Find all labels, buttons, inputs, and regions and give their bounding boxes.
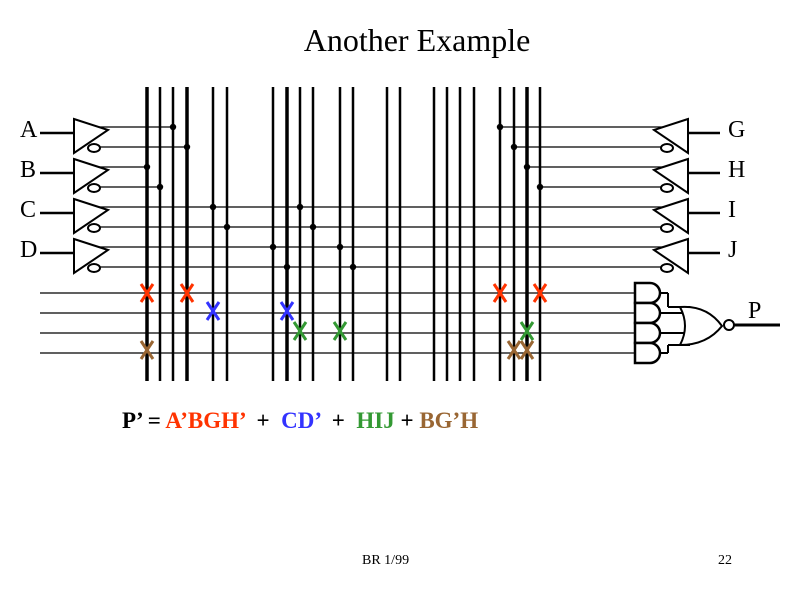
- inversion-bubble-icon: [660, 183, 674, 193]
- and-gate-icon: [633, 321, 662, 345]
- buffer-inverter-icon: [73, 157, 111, 195]
- input-label: D: [20, 237, 37, 263]
- buffer-inverter-icon: [651, 197, 689, 235]
- cross-mark: [519, 340, 535, 360]
- connection-dot: [496, 123, 504, 131]
- input-label: G: [728, 117, 745, 143]
- inversion-bubble-icon: [87, 143, 101, 153]
- inversion-bubble-icon: [660, 223, 674, 233]
- input-label: A: [20, 117, 38, 143]
- input-label: I: [728, 197, 736, 223]
- equation-term: +: [244, 408, 282, 433]
- equation-term: BG’H: [419, 408, 479, 433]
- slide-title: Another Example: [303, 22, 531, 58]
- connection-dot: [169, 123, 177, 131]
- buffer-inverter-icon: [651, 237, 689, 275]
- cross-mark: [519, 321, 535, 341]
- cross-mark: [139, 283, 155, 303]
- buffer-inverter-icon: [651, 157, 689, 195]
- inversion-bubble-icon: [660, 263, 674, 273]
- cross-mark: [532, 283, 548, 303]
- input-label: C: [20, 197, 36, 223]
- cross-mark: [332, 321, 348, 341]
- page-number: 22: [718, 553, 732, 568]
- connection-dot: [336, 243, 344, 251]
- equation-term: +: [320, 408, 357, 433]
- connection-dot: [143, 163, 151, 171]
- cross-mark: [179, 283, 195, 303]
- buffer-inverter-icon: [651, 117, 689, 155]
- buffer-inverter-icon: [73, 117, 111, 155]
- buffer-inverter-icon: [73, 197, 111, 235]
- cross-mark: [506, 340, 522, 360]
- equation-term: +: [394, 408, 420, 433]
- equation: P’ = A’BGH’ + CD’ + HIJ + BG’H: [122, 408, 478, 434]
- cross-mark: [492, 283, 508, 303]
- inversion-bubble-icon: [723, 319, 735, 331]
- inversion-bubble-icon: [87, 263, 101, 273]
- cross-mark: [279, 301, 295, 321]
- input-label: H: [728, 157, 745, 183]
- cross-mark: [139, 340, 155, 360]
- connection-dot: [183, 143, 191, 151]
- input-label: J: [728, 237, 737, 263]
- footer-label: BR 1/99: [362, 553, 410, 568]
- input-label: B: [20, 157, 36, 183]
- connection-dot: [283, 263, 291, 271]
- connection-dot: [209, 203, 217, 211]
- connection-dot: [309, 223, 317, 231]
- and-gate-icon: [633, 341, 662, 365]
- connection-dot: [510, 143, 518, 151]
- nor-gate-icon: [678, 305, 724, 347]
- equation-term: P’ =: [122, 408, 166, 433]
- cross-mark: [292, 321, 308, 341]
- connection-dot: [523, 163, 531, 171]
- buffer-inverter-icon: [73, 237, 111, 275]
- connection-dot: [349, 263, 357, 271]
- and-gate-icon: [633, 281, 662, 305]
- inversion-bubble-icon: [660, 143, 674, 153]
- connection-dot: [223, 223, 231, 231]
- inversion-bubble-icon: [87, 223, 101, 233]
- equation-term: A’BGH’: [165, 408, 245, 433]
- equation-term: CD’: [281, 408, 321, 433]
- output-label: P: [748, 298, 761, 324]
- equation-term: HIJ: [356, 408, 395, 433]
- inversion-bubble-icon: [87, 183, 101, 193]
- connection-dot: [296, 203, 304, 211]
- and-gate-icon: [633, 301, 662, 325]
- connection-dot: [269, 243, 277, 251]
- connection-dot: [156, 183, 164, 191]
- connection-dot: [536, 183, 544, 191]
- cross-mark: [205, 301, 221, 321]
